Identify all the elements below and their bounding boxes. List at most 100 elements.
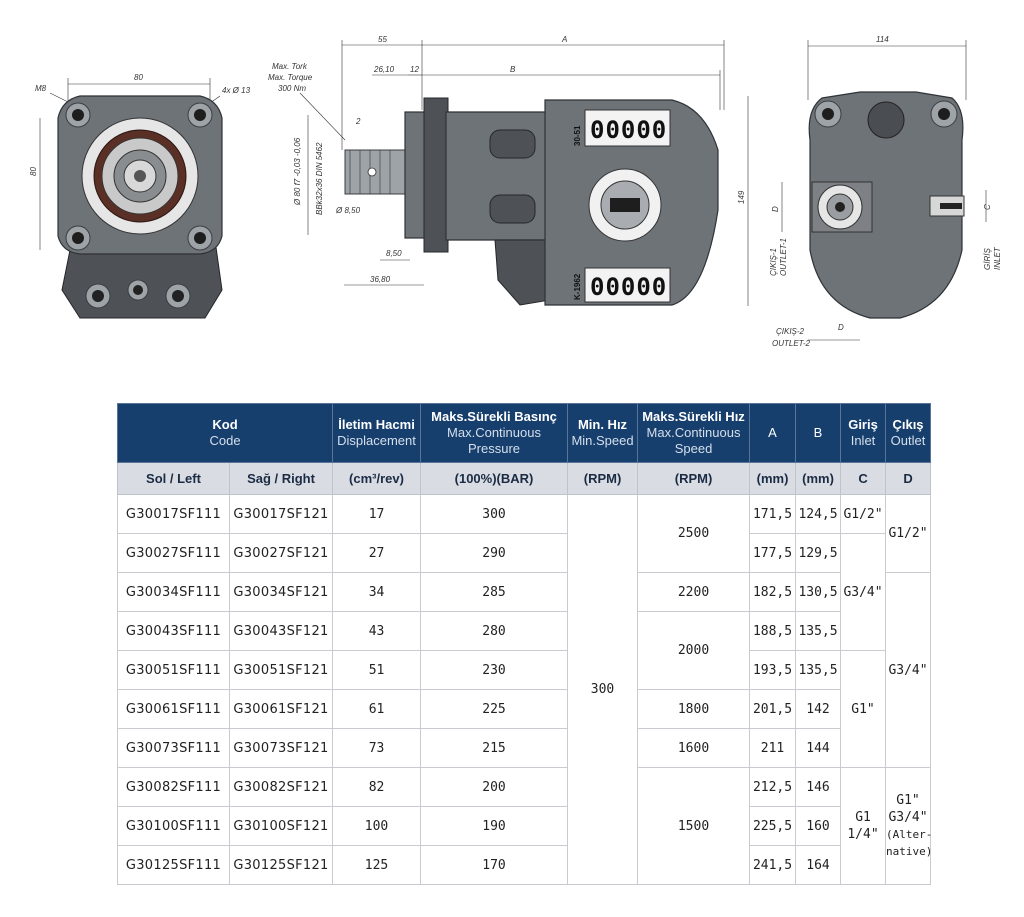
subheader-right: Sağ / Right: [228, 462, 334, 495]
outlet1-label-en: OUTLET-1: [779, 238, 788, 276]
dim-850b: 8,50: [386, 249, 402, 258]
front-view: 80 M8 4x Ø 13 80: [29, 73, 251, 319]
cell-left: G30051SF111: [117, 650, 230, 690]
cell-max-speed: 2200: [637, 572, 751, 612]
cell-outlet: G3/4": [885, 572, 932, 768]
table-row: G30043SF111 G30043SF121 43 280 2000 188,…: [117, 611, 931, 690]
subheader-rpm-min: (RPM): [567, 462, 639, 495]
cell-displacement: 43: [332, 611, 422, 651]
dim-m8: M8: [35, 84, 47, 93]
table-row: G30061SF111 G30061SF121 61 225 1800 201,…: [117, 689, 931, 729]
cell-a: 177,5: [749, 533, 797, 573]
cell-b: 130,5: [795, 572, 842, 612]
subheader-disp-unit: (cm³/rev): [332, 462, 422, 495]
header-b: B: [795, 403, 842, 463]
dim-c: C: [983, 204, 992, 210]
cell-right: G30073SF121: [228, 728, 334, 768]
cell-left: G30034SF111: [117, 572, 230, 612]
dim-2610: 26,10: [373, 65, 395, 74]
dim-shaft-diameter: Ø 80 f7 -0,03 -0,06: [293, 137, 302, 206]
cell-left: G30073SF111: [117, 728, 230, 768]
dim-850a: Ø 8,50: [335, 206, 361, 215]
cell-right: G30034SF121: [228, 572, 334, 612]
inlet-label-en: INLET: [993, 246, 1002, 270]
cell-right: G30125SF121: [228, 845, 334, 885]
cell-displacement: 27: [332, 533, 422, 573]
cell-b: 135,5: [795, 650, 842, 690]
cell-displacement: 61: [332, 689, 422, 729]
housing-mark-bottom: K-1962: [573, 273, 582, 300]
cell-left: G30082SF111: [117, 767, 230, 807]
dim-114: 114: [876, 35, 889, 44]
dim-149: 149: [737, 190, 746, 204]
subheader-rpm-max: (RPM): [637, 462, 751, 495]
cell-right: G30061SF121: [228, 689, 334, 729]
dim-12: 12: [410, 65, 419, 74]
dim-b: B: [510, 65, 516, 74]
torque-note-en: Max. Torque: [268, 73, 313, 82]
dim-80-top: 80: [134, 73, 143, 82]
table-row: G30125SF111 G30125SF121 125 170 241,5 16…: [117, 845, 931, 885]
outlet1-label-tr: ÇIKIŞ-1: [769, 248, 778, 276]
cell-inlet: G3/4": [840, 533, 887, 651]
table-row: G30073SF111 G30073SF121 73 215 1600 211 …: [117, 728, 931, 768]
cell-right: G30017SF121: [228, 494, 334, 534]
cell-displacement: 73: [332, 728, 422, 768]
cell-pressure: 200: [420, 767, 569, 807]
dim-55: 55: [378, 35, 387, 44]
cell-max-speed: 1500: [637, 767, 751, 885]
cell-a: 241,5: [749, 845, 797, 885]
cell-b: 142: [795, 689, 842, 729]
rear-view: 114 D C ÇIKIŞ-1 OUTLET-1 GİRİŞ INLET D Ç…: [769, 35, 1002, 348]
cell-displacement: 100: [332, 806, 422, 846]
cell-b: 144: [795, 728, 842, 768]
cell-pressure: 285: [420, 572, 569, 612]
cell-right: G30082SF121: [228, 767, 334, 807]
cell-a: 182,5: [749, 572, 797, 612]
subheader-mm-b: (mm): [795, 462, 842, 495]
cell-max-speed: 2500: [637, 494, 751, 573]
cell-left: G30061SF111: [117, 689, 230, 729]
cell-pressure: 290: [420, 533, 569, 573]
cell-a: 212,5: [749, 767, 797, 807]
dim-d2: D: [838, 323, 844, 332]
table-row: G30017SF111 G30017SF121 17 300 300 2500 …: [117, 494, 932, 885]
subheader-c: C: [840, 462, 887, 495]
cell-left: G30043SF111: [117, 611, 230, 651]
housing-mark-top: 30-51: [573, 125, 582, 146]
dim-holes: 4x Ø 13: [222, 86, 251, 95]
dim-a: A: [561, 35, 567, 44]
dim-2: 2: [355, 117, 361, 126]
cell-right: G30100SF121: [228, 806, 334, 846]
cell-max-speed: 1800: [637, 689, 751, 729]
cell-left: G30125SF111: [117, 845, 230, 885]
cell-b: 135,5: [795, 611, 842, 651]
subheader-left: Sol / Left: [117, 462, 230, 495]
outlet2-label-tr: ÇIKIŞ-2: [776, 327, 805, 336]
table-row: G30082SF111 G30082SF121 82 200 1500 212,…: [117, 767, 932, 885]
cell-outlet: G1/2": [885, 494, 932, 573]
subheader-press-unit: (100%)(BAR): [420, 462, 569, 495]
cell-displacement: 34: [332, 572, 422, 612]
dim-80-left: 80: [29, 167, 38, 176]
cell-pressure: 215: [420, 728, 569, 768]
cell-b: 146: [795, 767, 842, 807]
cell-b: 160: [795, 806, 842, 846]
cell-max-speed: 1600: [637, 728, 751, 768]
torque-note-tr: Max. Tork: [272, 62, 308, 71]
cell-a: 193,5: [749, 650, 797, 690]
cell-min-speed: 300: [567, 494, 639, 885]
table-row: G30034SF111 G30034SF121 34 285 2200 182,…: [117, 572, 932, 768]
cell-b: 129,5: [795, 533, 842, 573]
cell-pressure: 170: [420, 845, 569, 885]
cell-pressure: 300: [420, 494, 569, 534]
inlet-label-tr: GİRİŞ: [983, 248, 992, 270]
cell-displacement: 125: [332, 845, 422, 885]
cell-left: G30027SF111: [117, 533, 230, 573]
header-a: A: [749, 403, 797, 463]
